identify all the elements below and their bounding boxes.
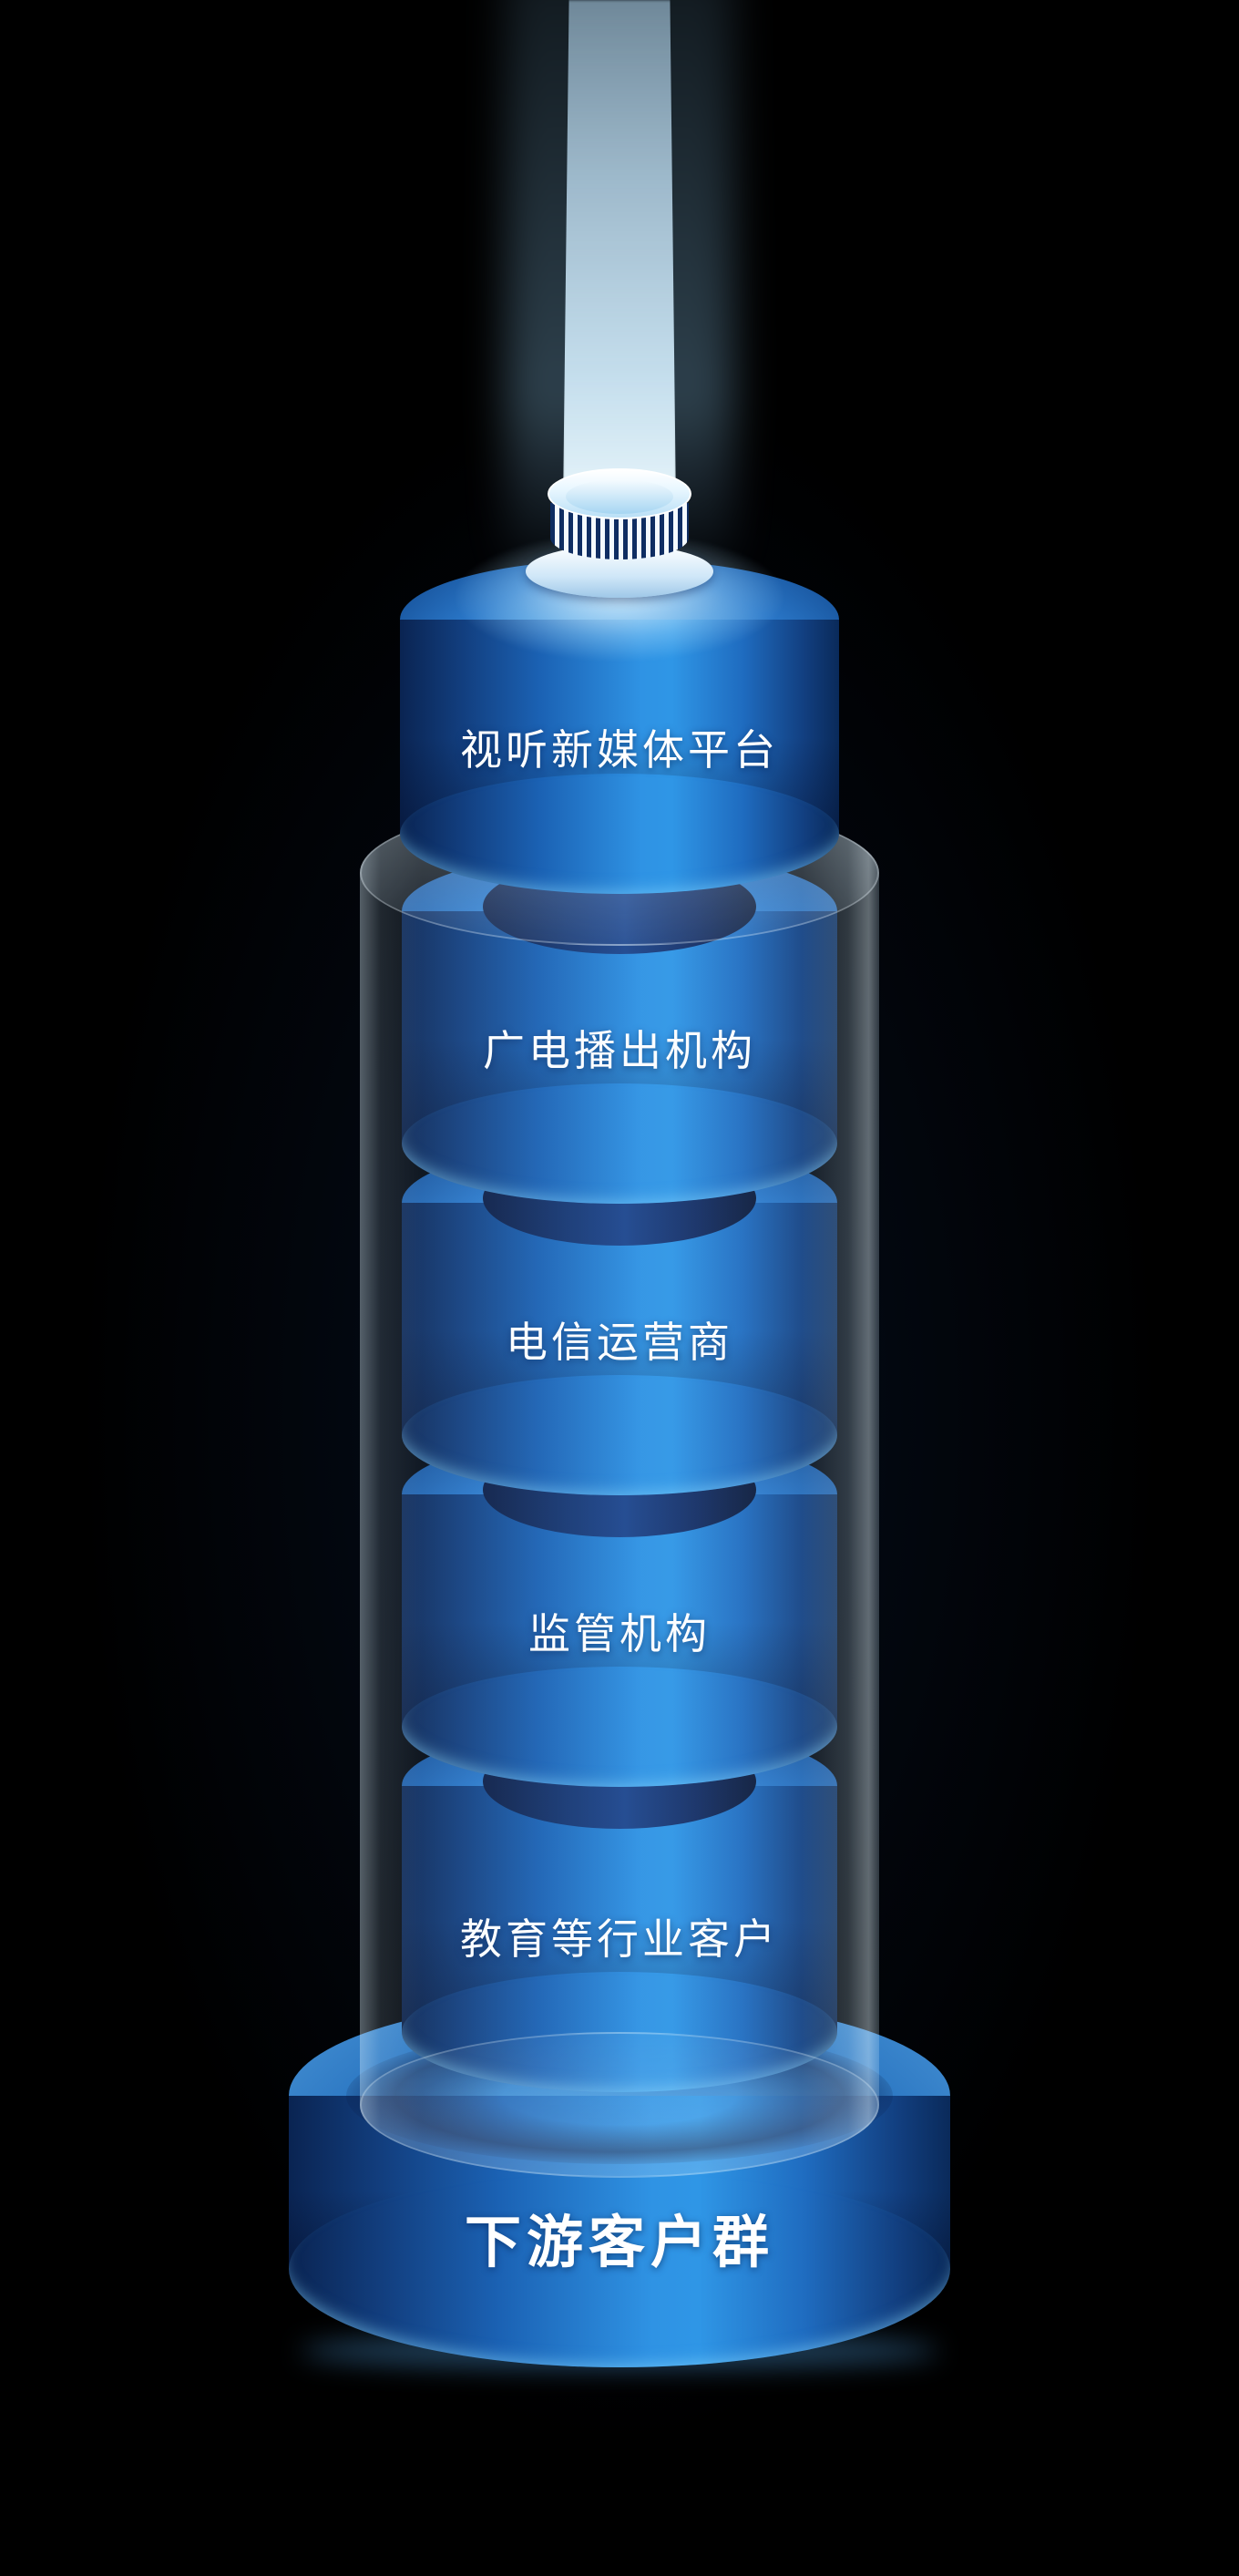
base-label: 下游客户群 bbox=[464, 2212, 774, 2274]
segment-label: 广电播出机构 bbox=[483, 1027, 756, 1074]
cylinder-bottom-surface bbox=[400, 774, 839, 894]
segment-label: 监管机构 bbox=[528, 1610, 711, 1657]
cylinder-bottom-surface bbox=[402, 1083, 837, 1204]
top-cap bbox=[524, 467, 715, 599]
segment-label: 教育等行业客户 bbox=[460, 1915, 779, 1963]
cylinder-bottom-surface bbox=[402, 1667, 837, 1787]
cylinder-bottom-surface bbox=[402, 1972, 837, 2092]
segment-label: 电信运营商 bbox=[506, 1319, 733, 1366]
base-bottom-surface bbox=[289, 2171, 950, 2367]
cap-top-face-inner bbox=[566, 479, 673, 514]
cylinder-bottom-surface bbox=[402, 1375, 837, 1495]
segment-label: 视听新媒体平台 bbox=[460, 726, 779, 774]
